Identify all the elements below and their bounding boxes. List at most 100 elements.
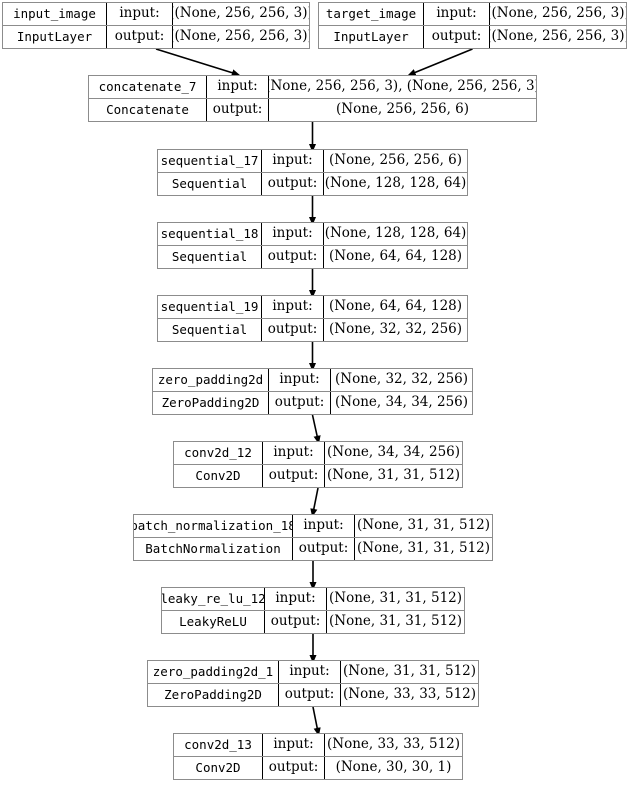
io-label-output: output: <box>262 319 324 341</box>
shape-output: (None, 128, 128, 64) <box>324 175 467 192</box>
io-label-input: input: <box>207 76 269 98</box>
io-label-input: input: <box>293 515 355 537</box>
shape-input: (None, 32, 32, 256) <box>334 371 469 388</box>
layer-class-name: ZeroPadding2D <box>148 684 279 706</box>
shape-output: (None, 32, 32, 256) <box>328 321 463 338</box>
shape-input: (None, 256, 256, 6) <box>328 152 463 169</box>
shape-input: (None, 31, 31, 512) <box>328 590 463 607</box>
io-label-output: output: <box>262 246 324 268</box>
layer-name: concatenate_7 <box>89 76 207 98</box>
layer-class-name: Sequential <box>158 173 262 195</box>
edge-conv2d_12-to-batch_normalization_18 <box>310 487 319 518</box>
io-label-input: input: <box>265 588 327 610</box>
shape-input: (None, 34, 34, 256) <box>326 444 461 461</box>
layer-class-name: InputLayer <box>3 26 107 48</box>
layer-name: zero_padding2d <box>153 369 269 391</box>
edge-zero_padding2d-to-conv2d_12 <box>311 414 321 445</box>
layer-class-name: ZeroPadding2D <box>153 392 269 414</box>
layer-class-name: BatchNormalization <box>134 538 293 560</box>
layer-name: input_image <box>3 3 107 25</box>
layer-class-name: Conv2D <box>174 757 263 779</box>
layer-name: sequential_18 <box>158 223 262 245</box>
io-label-input: input: <box>262 223 324 245</box>
shape-output: (None, 31, 31, 512) <box>356 540 491 557</box>
io-label-input: input: <box>262 296 324 318</box>
layer-name: sequential_17 <box>158 150 262 172</box>
layer-name: sequential_19 <box>158 296 262 318</box>
layer-class-name: Sequential <box>158 246 262 268</box>
layer-name: target_image <box>319 3 424 25</box>
shape-input: (None, 64, 64, 128) <box>328 298 463 315</box>
io-label-output: output: <box>293 538 355 560</box>
shape-input: (None, 31, 31, 512) <box>356 517 491 534</box>
layer-class-name: LeakyReLU <box>162 611 265 633</box>
io-label-output: output: <box>263 465 325 487</box>
layer-name: zero_padding2d_1 <box>148 661 279 683</box>
io-label-input: input: <box>263 442 325 464</box>
edge-target_image-to-concatenate_7 <box>407 48 473 76</box>
shape-output: (None, 31, 31, 512) <box>328 613 463 630</box>
shape-output: (None, 30, 30, 1) <box>335 759 452 776</box>
shape-output: (None, 256, 256, 6) <box>335 101 470 118</box>
edge-input_image-to-concatenate_7 <box>155 48 241 77</box>
layer-name: leaky_re_lu_12 <box>162 588 265 610</box>
io-label-output: output: <box>279 684 341 706</box>
io-label-input: input: <box>424 3 490 25</box>
layer-class-name: Concatenate <box>89 99 207 121</box>
io-label-input: input: <box>263 734 325 756</box>
io-label-output: output: <box>265 611 327 633</box>
shape-input: [(None, 256, 256, 3), (None, 256, 256, 3… <box>269 78 536 95</box>
layer-name: conv2d_12 <box>174 442 263 464</box>
io-label-input: input: <box>269 369 331 391</box>
layer-class-name: Conv2D <box>174 465 263 487</box>
io-label-output: output: <box>424 26 490 48</box>
layer-name: batch_normalization_18 <box>134 515 293 537</box>
shape-input: (None, 31, 31, 512) <box>342 663 477 680</box>
shape-input: (None, 128, 128, 64) <box>324 225 467 242</box>
layer-class-name: InputLayer <box>319 26 424 48</box>
io-label-input: input: <box>262 150 324 172</box>
shape-output: (None, 33, 33, 512) <box>342 686 477 703</box>
io-label-output: output: <box>263 757 325 779</box>
io-label-input: input: <box>279 661 341 683</box>
io-label-output: output: <box>207 99 269 121</box>
io-label-input: input: <box>107 3 173 25</box>
io-label-output: output: <box>107 26 173 48</box>
layer-name: conv2d_13 <box>174 734 263 756</box>
shape-output: (None, 34, 34, 256) <box>334 394 469 411</box>
shape-input: (None, 33, 33, 512) <box>326 736 461 753</box>
shape-output: (None, 64, 64, 128) <box>328 248 463 265</box>
